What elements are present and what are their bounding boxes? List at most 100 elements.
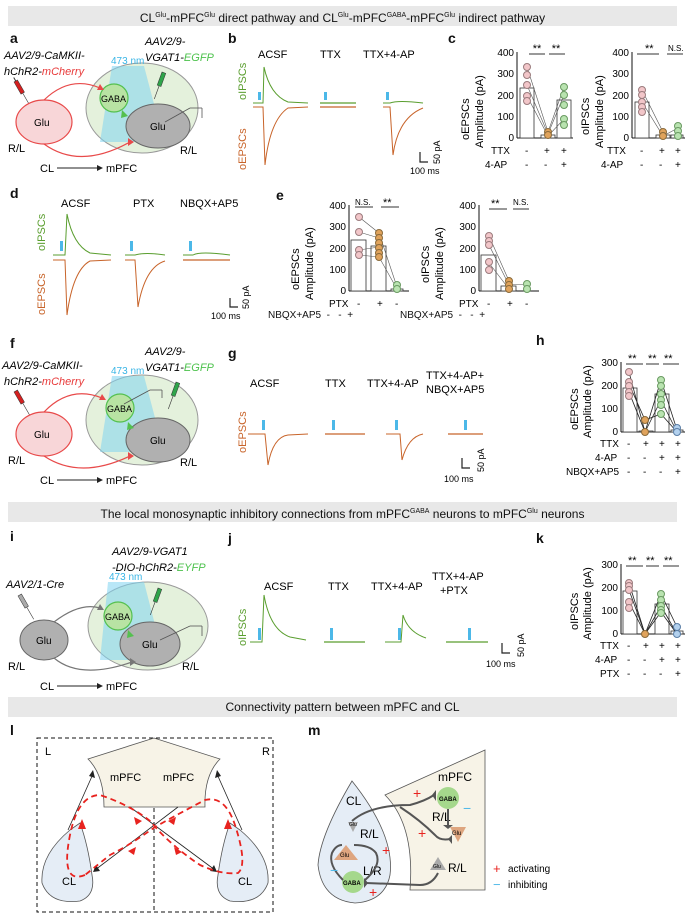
svg-text:Amplitude (pA): Amplitude (pA)	[582, 365, 594, 438]
svg-text:R/L: R/L	[180, 145, 197, 157]
traces-b: ACSF TTX TTX+4-AP oIPSCs oEPSCs 50 pA 10…	[237, 49, 442, 176]
svg-text:-: -	[627, 439, 630, 450]
syringe-icon	[154, 71, 167, 100]
svg-text:-: -	[643, 669, 646, 680]
svg-text:+: +	[377, 299, 383, 310]
svg-text:R/L: R/L	[182, 661, 199, 673]
svg-text:50 pA: 50 pA	[241, 285, 251, 309]
svg-text:+: +	[561, 146, 567, 157]
svg-text:AAV2/1-Cre: AAV2/1-Cre	[5, 579, 64, 591]
svg-text:ACSF: ACSF	[258, 49, 288, 61]
svg-text:-: -	[544, 160, 547, 171]
svg-text:4-AP: 4-AP	[595, 655, 618, 666]
svg-text:Glu: Glu	[452, 831, 461, 837]
svg-text:AAV2/9-: AAV2/9-	[144, 346, 186, 358]
svg-text:NBQX+AP5: NBQX+AP5	[566, 467, 620, 478]
svg-text:100: 100	[612, 112, 629, 123]
schematic-f: AAV2/9-CaMKII- hChR2-mCherry AAV2/9- VGA…	[1, 346, 215, 487]
svg-text:mPFC: mPFC	[106, 475, 137, 487]
svg-text:R/L: R/L	[432, 810, 451, 824]
section-banner-connectivity: Connectivity pattern between mPFC and CL	[8, 697, 677, 717]
svg-text:GABA: GABA	[343, 881, 361, 887]
svg-text:+: +	[413, 785, 421, 801]
svg-text:+: +	[507, 299, 513, 310]
connectivity-diagram-l: L R mPFC mPFC CL CL	[36, 737, 274, 913]
panel-label-c: c	[448, 30, 456, 46]
svg-text:Amplitude (pA): Amplitude (pA)	[474, 75, 486, 148]
svg-text:100: 100	[329, 265, 346, 276]
svg-text:Amplitude (pA): Amplitude (pA)	[434, 227, 446, 300]
svg-text:+: +	[418, 825, 426, 841]
svg-text:-: -	[659, 160, 662, 171]
scale-bar-j: 50 pA 100 ms	[486, 633, 526, 669]
svg-text:TTX: TTX	[607, 146, 626, 157]
svg-text:AAV2/9-CaMKII-: AAV2/9-CaMKII-	[1, 360, 83, 372]
svg-text:ACSF: ACSF	[61, 198, 91, 210]
svg-text:oIPSCs: oIPSCs	[36, 213, 48, 251]
svg-text:mPFC: mPFC	[106, 681, 137, 693]
svg-text:PTX: PTX	[459, 299, 479, 310]
svg-text:N.S.: N.S.	[355, 198, 371, 207]
svg-text:TTX+4-AP: TTX+4-AP	[363, 49, 415, 61]
traces-g: ACSF TTX TTX+4-AP TTX+4-AP+ NBQX+AP5 oEP…	[237, 370, 484, 466]
panel-label-f: f	[10, 335, 15, 351]
svg-text:300: 300	[329, 222, 346, 233]
svg-text:Glu: Glu	[150, 436, 166, 447]
svg-text:ACSF: ACSF	[250, 378, 280, 390]
svg-text:400: 400	[497, 48, 514, 59]
svg-text:300: 300	[459, 222, 476, 233]
traces-j: ACSF TTX TTX+4-AP TTX+4-AP +PTX oIPSCs	[237, 571, 488, 646]
section-banner-pathways: CLGlu-mPFCGlu direct pathway and CLGlu-m…	[8, 6, 677, 26]
svg-text:+: +	[659, 439, 665, 450]
svg-text:473 nm: 473 nm	[111, 56, 144, 67]
svg-text:GABA: GABA	[107, 404, 132, 414]
schematic-i: AAV2/9-VGAT1 -DIO-hChR2-EYFP AAV2/1-Cre …	[5, 546, 209, 693]
svg-text:TTX: TTX	[600, 641, 619, 652]
svg-text:**: **	[664, 555, 673, 567]
svg-text:+: +	[643, 439, 649, 450]
svg-text:**: **	[645, 43, 654, 55]
svg-text:oIPSCs: oIPSCs	[237, 608, 249, 646]
row-label-nbqx-e-left: NBQX+AP5 - - +	[268, 310, 354, 321]
svg-text:oEPSCs: oEPSCs	[237, 128, 249, 170]
svg-text:-: -	[627, 467, 630, 478]
svg-text:CL: CL	[40, 163, 54, 175]
svg-text:+: +	[659, 655, 665, 666]
svg-text:NBQX+AP5: NBQX+AP5	[180, 198, 238, 210]
svg-text:CL: CL	[238, 876, 252, 888]
svg-text:CL: CL	[346, 794, 362, 808]
svg-text:+: +	[659, 453, 665, 464]
svg-text:0: 0	[340, 286, 346, 297]
svg-text:-: -	[627, 453, 630, 464]
svg-text:+: +	[675, 160, 681, 171]
traces-d: ACSF PTX NBQX+AP5 oIPSCs oEPSCs 50 pA 10…	[36, 198, 251, 321]
svg-text:Glu: Glu	[150, 122, 166, 133]
svg-text:0: 0	[612, 629, 618, 640]
svg-text:0: 0	[623, 133, 629, 144]
svg-text:100: 100	[497, 112, 514, 123]
panel-label-g: g	[228, 345, 237, 361]
svg-text:-: -	[643, 467, 646, 478]
svg-text:**: **	[664, 353, 673, 365]
svg-text:mPFC: mPFC	[110, 772, 141, 784]
svg-text:R/L: R/L	[360, 827, 379, 841]
svg-text:hChR2-mCherry: hChR2-mCherry	[4, 66, 86, 78]
svg-text:GABA: GABA	[439, 797, 457, 803]
svg-text:200: 200	[601, 381, 618, 392]
svg-text:473 nm: 473 nm	[111, 366, 144, 377]
svg-text:TTX: TTX	[320, 49, 341, 61]
svg-text:TTX: TTX	[325, 378, 346, 390]
svg-text:TTX: TTX	[491, 146, 510, 157]
svg-text:100: 100	[601, 606, 618, 617]
svg-text:300: 300	[612, 69, 629, 80]
svg-text:+: +	[493, 861, 501, 876]
svg-text:TTX: TTX	[328, 581, 349, 593]
svg-text:100 ms: 100 ms	[444, 474, 474, 484]
svg-text:4-AP: 4-AP	[601, 160, 624, 171]
svg-text:PTX: PTX	[600, 669, 620, 680]
schematic-a: AAV2/9-CaMKII- hChR2-mCherry AAV2/9- VGA…	[3, 36, 215, 175]
